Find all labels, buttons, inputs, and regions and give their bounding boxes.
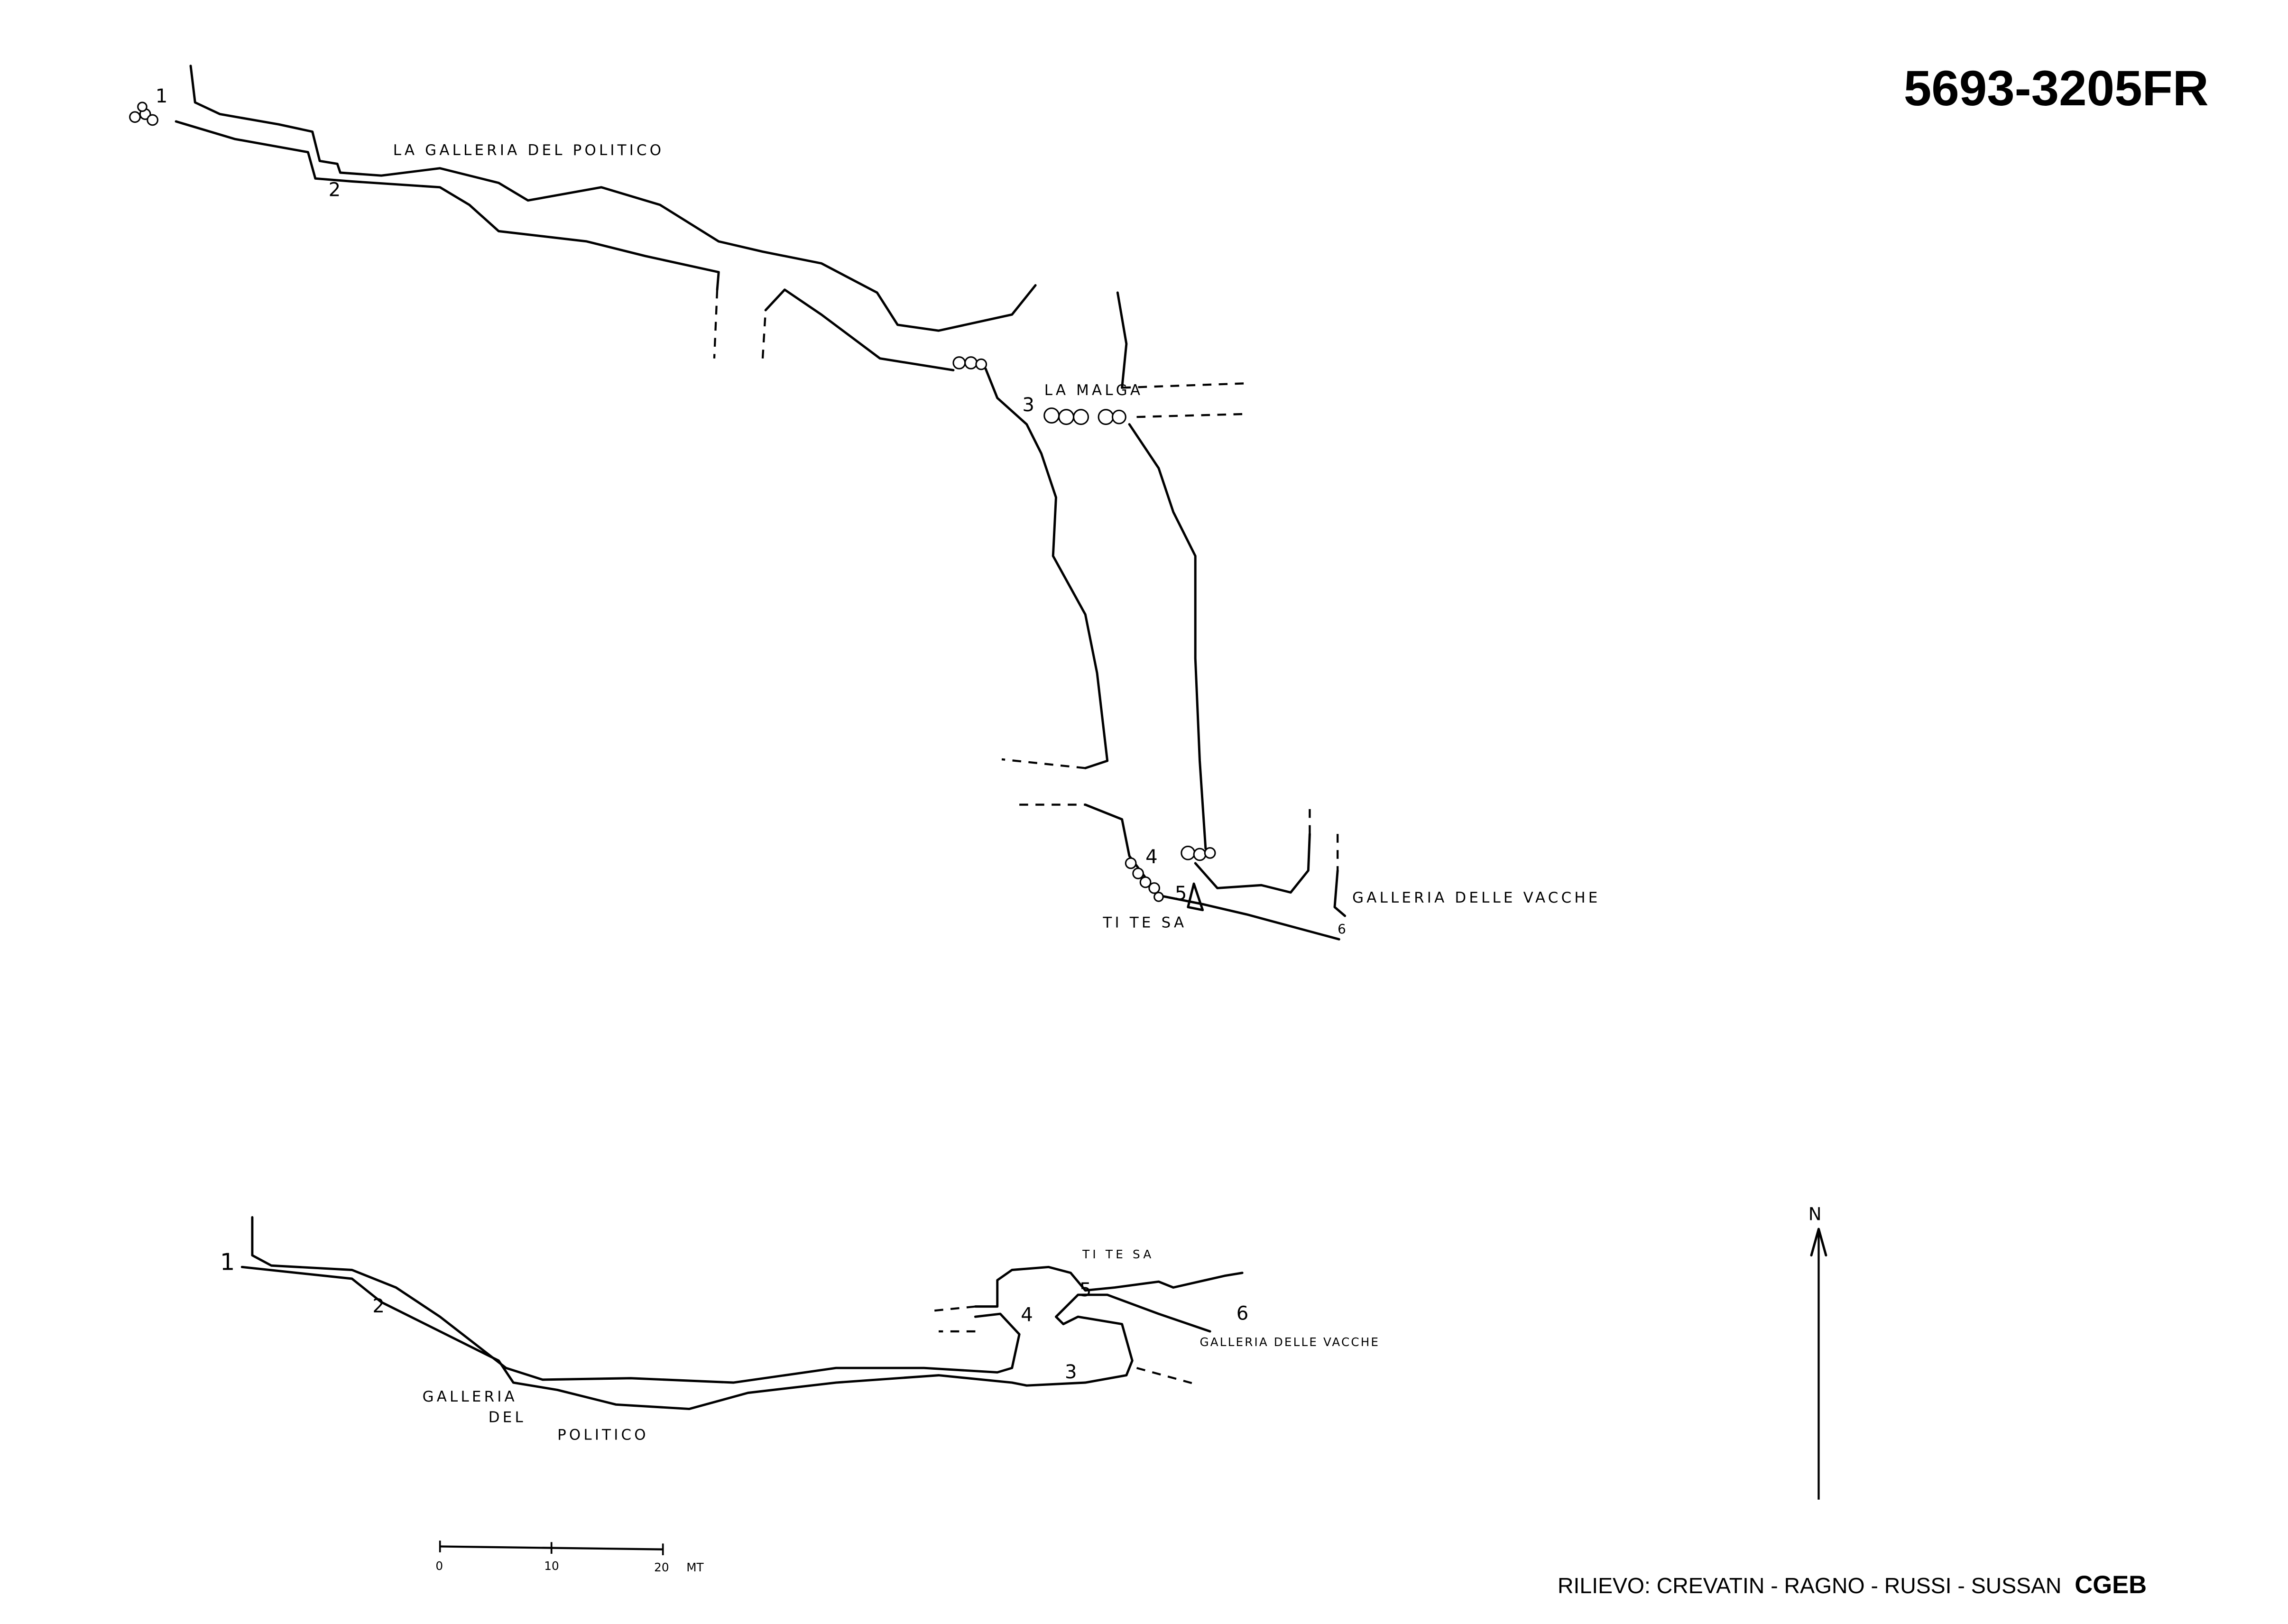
scale-tick-10: 10: [544, 1559, 559, 1573]
scale-bar: 0 10 20 MT: [435, 1541, 704, 1574]
station-5: 5: [1175, 883, 1187, 904]
north-label: N: [1808, 1204, 1822, 1225]
station-4-lower: 4: [1021, 1304, 1033, 1326]
lower-plan-north-wall: [251, 1216, 1021, 1384]
label-la-malga: LA MALGA: [1044, 382, 1144, 399]
boulder-choke-icon: [129, 102, 1216, 902]
station-2-lower: 2: [372, 1295, 385, 1317]
north-arrow: N: [1808, 1204, 1827, 1500]
station-1-lower: 1: [220, 1248, 235, 1276]
scale-tick-20: 20: [654, 1560, 669, 1574]
upper-plan-south-wall: [175, 120, 720, 291]
lower-plan: TI TE SA GALLERIA DELLE VACCHE GALLERIA …: [220, 1216, 1380, 1443]
label-ti-te-sa: TI TE SA: [1102, 914, 1187, 932]
credits-surveyors: RILIEVO: CREVATIN - RAGNO - RUSSI - SUSS…: [1558, 1573, 2061, 1598]
label-del: DEL: [489, 1409, 526, 1426]
station-2: 2: [329, 179, 341, 201]
station-3: 3: [1022, 394, 1034, 416]
station-6: 6: [1338, 921, 1346, 937]
label-galleria-delle-vacche: GALLERIA DELLE VACCHE: [1352, 889, 1600, 906]
label-politico: POLITICO: [557, 1426, 649, 1443]
scale-tick-0: 0: [435, 1559, 443, 1573]
station-1: 1: [156, 85, 168, 107]
north-arrow-head-icon: [1810, 1227, 1827, 1257]
label-la-galleria-del-politico: LA GALLERIA DEL POLITICO: [393, 142, 664, 159]
lower-side-passage-1: [931, 1305, 976, 1312]
station-6-lower: 6: [1236, 1302, 1249, 1324]
shaft-triangle-icon: [1187, 882, 1204, 912]
lower-plan-chamber-wall: [974, 1265, 1244, 1308]
upper-side-passage-right: [761, 310, 767, 359]
station-4: 4: [1145, 846, 1158, 868]
upper-plan-east-wall: [1116, 291, 1347, 917]
station-5-lower: 5: [1079, 1279, 1092, 1301]
upper-side-passage-east1: [1122, 382, 1247, 389]
upper-side-passage-west1: [1001, 758, 1086, 769]
label-ti-te-sa-lower: TI TE SA: [1082, 1247, 1154, 1261]
upper-plan: LA GALLERIA DEL POLITICO LA MALGA TI TE …: [129, 65, 1600, 941]
lower-side-passage-3: [1136, 1367, 1196, 1385]
credits-group: CGEB: [2075, 1571, 2147, 1599]
upper-side-passage-left: [713, 289, 719, 359]
survey-id-title: 5693-3205FR: [1904, 61, 2209, 116]
upper-plan-west-wall: [764, 288, 1109, 769]
station-3-lower: 3: [1065, 1361, 1077, 1383]
scale-unit: MT: [686, 1560, 704, 1574]
upper-plan-north-wall: [189, 65, 1037, 332]
upper-side-passage-east2: [1136, 413, 1244, 418]
survey-credits: RILIEVO: CREVATIN - RAGNO - RUSSI - SUSS…: [1558, 1571, 2147, 1599]
lower-plan-south-wall: [240, 1265, 1211, 1411]
label-galleria-delle-vacche-lower: GALLERIA DELLE VACCHE: [1200, 1335, 1380, 1349]
label-galleria: GALLERIA: [423, 1388, 517, 1405]
